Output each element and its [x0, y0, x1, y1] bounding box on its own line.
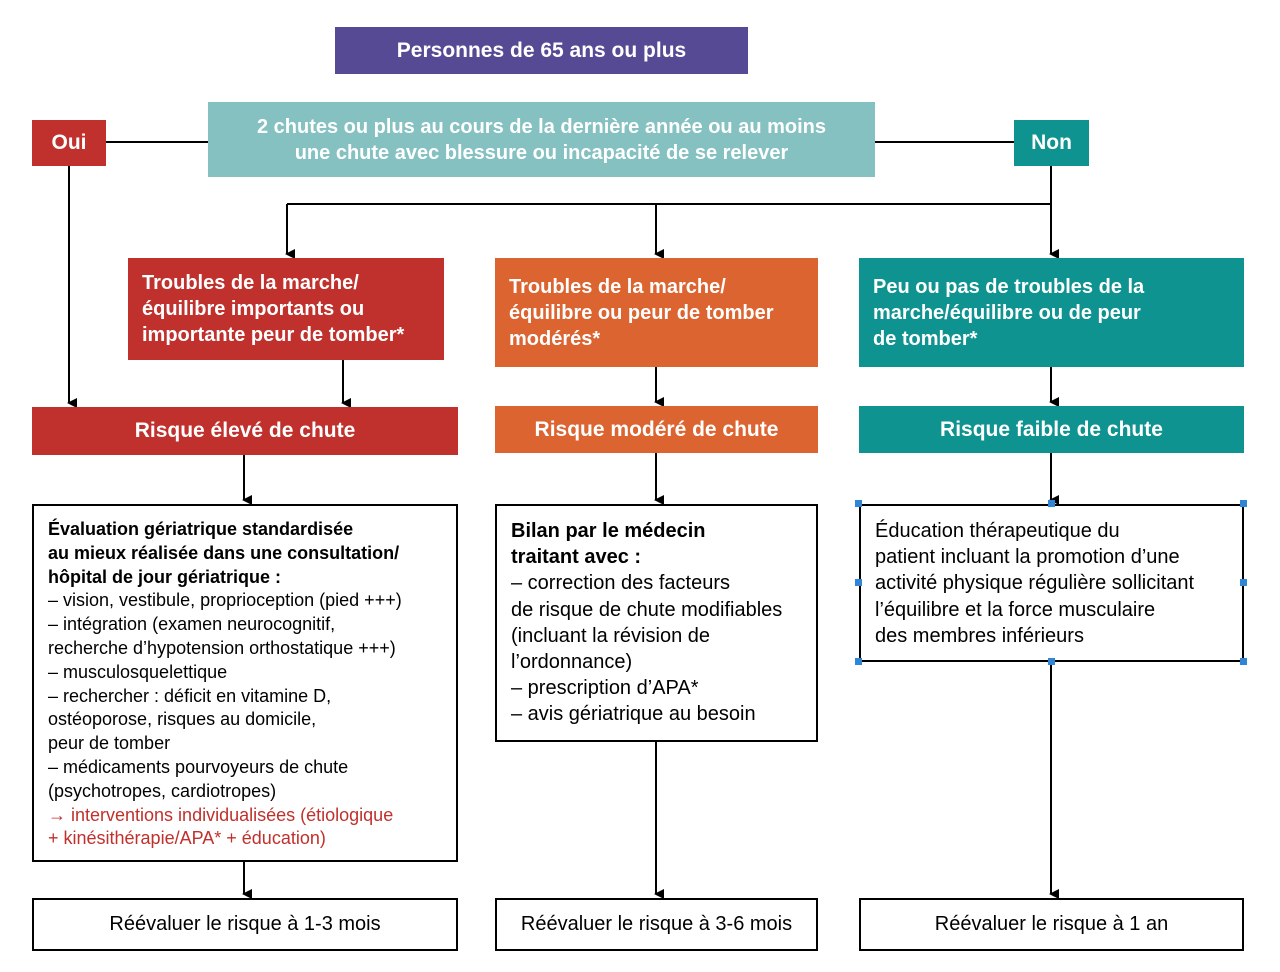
- yes-label: Oui: [51, 131, 87, 154]
- question-box: 2 chutes ou plus au cours de la dernière…: [208, 102, 875, 177]
- action-high-item: (psychotropes, cardiotropes): [48, 780, 277, 801]
- selection-handle-top-right[interactable]: [1240, 500, 1247, 507]
- selection-handle-bottom-middle[interactable]: [1048, 658, 1055, 665]
- selection-handle-bottom-left[interactable]: [855, 658, 862, 665]
- condition-low-box: Peu ou pas de troubles de la marche/équi…: [859, 258, 1244, 367]
- question-line-2: une chute avec blessure ou incapacité de…: [294, 141, 789, 164]
- action-high-item: – intégration (examen neurocognitif,: [48, 614, 336, 635]
- action-moderate-item: – avis gériatrique au besoin: [511, 703, 756, 726]
- action-high-item: – médicaments pourvoyeurs de chute: [48, 756, 349, 777]
- condition-high-box: Troubles de la marche/ équilibre importa…: [128, 258, 444, 360]
- action-high-item: – musculosquelettique: [48, 661, 228, 682]
- action-high-item: – rechercher : déficit en vitamine D,: [48, 685, 332, 706]
- yes-box: Oui: [32, 120, 106, 166]
- condition-high-line-1: Troubles de la marche/: [142, 272, 359, 294]
- action-high-item: – vision, vestibule, proprioception (pie…: [48, 590, 402, 611]
- risk-low-label: Risque faible de chute: [940, 417, 1163, 441]
- action-high-highlight-1: → interventions individualisées (étiolog…: [48, 804, 394, 825]
- action-high-highlight-2: + kinésithérapie/APA* + éducation): [48, 828, 326, 849]
- condition-low-line-3: de tomber*: [873, 328, 978, 350]
- population-box: Personnes de 65 ans ou plus: [335, 27, 748, 74]
- risk-moderate-label: Risque modéré de chute: [534, 417, 779, 441]
- condition-moderate-line-2: équilibre ou peur de tomber: [509, 302, 774, 324]
- action-moderate-item: (incluant la révision de: [511, 624, 710, 647]
- action-low-item: des membres inférieurs: [875, 624, 1084, 647]
- reassess-low-box: Réévaluer le risque à 1 an: [859, 898, 1244, 951]
- risk-low-box: Risque faible de chute: [859, 406, 1244, 453]
- action-low-item: Éducation thérapeutique du: [875, 520, 1120, 542]
- action-moderate-item: – correction des facteurs: [511, 572, 730, 595]
- condition-low-line-2: marche/équilibre ou de peur: [873, 302, 1141, 324]
- action-low-item: activité physique régulière sollicitant: [875, 572, 1195, 595]
- question-line-1: 2 chutes ou plus au cours de la dernière…: [256, 115, 827, 138]
- action-moderate-box: Bilan par le médecin traitant avec : – c…: [495, 504, 818, 742]
- action-low-box[interactable]: Éducation thérapeutique du patient inclu…: [859, 504, 1244, 662]
- reassess-low-label: Réévaluer le risque à 1 an: [934, 913, 1169, 935]
- action-low-item: patient incluant la promotion d’une: [875, 546, 1180, 569]
- risk-high-label: Risque élevé de chute: [134, 419, 356, 442]
- condition-moderate-line-1: Troubles de la marche/: [509, 276, 726, 298]
- action-high-heading-1: Évaluation gériatrique standardisée: [48, 519, 354, 539]
- action-low-item: l’équilibre et la force musculaire: [875, 598, 1156, 621]
- condition-high-line-2: équilibre importants ou: [142, 298, 365, 320]
- action-high-box: Évaluation gériatrique standardisée au m…: [32, 504, 458, 862]
- action-high-heading-3: hôpital de jour gériatrique :: [48, 566, 282, 587]
- action-moderate-heading-2: traitant avec :: [511, 546, 642, 569]
- condition-low-line-1: Peu ou pas de troubles de la: [873, 276, 1145, 298]
- action-moderate-item: de risque de chute modifiables: [511, 598, 783, 621]
- condition-moderate-box: Troubles de la marche/ équilibre ou peur…: [495, 258, 818, 367]
- selection-handle-bottom-right[interactable]: [1240, 658, 1247, 665]
- action-high-heading-2: au mieux réalisée dans une consultation/: [48, 542, 400, 563]
- reassess-moderate-label: Réévaluer le risque à 3-6 mois: [520, 913, 793, 935]
- condition-moderate-line-3: modérés*: [509, 328, 601, 350]
- risk-moderate-box: Risque modéré de chute: [495, 406, 818, 453]
- condition-high-line-3: importante peur de tomber*: [142, 324, 405, 346]
- reassess-high-label: Réévaluer le risque à 1-3 mois: [109, 913, 381, 935]
- selection-handle-top-left[interactable]: [855, 500, 862, 507]
- no-label: Non: [1031, 131, 1072, 154]
- selection-handle-top-middle[interactable]: [1048, 500, 1055, 507]
- population-label: Personnes de 65 ans ou plus: [396, 38, 687, 62]
- action-moderate-item: – prescription d’APA*: [511, 677, 699, 700]
- action-moderate-heading-1: Bilan par le médecin: [511, 520, 706, 542]
- action-high-item: recherche d’hypotension orthostatique ++…: [48, 637, 396, 658]
- reassess-high-box: Réévaluer le risque à 1-3 mois: [32, 898, 458, 951]
- risk-high-box: Risque élevé de chute: [32, 407, 458, 455]
- action-moderate-item: l’ordonnance): [511, 651, 633, 674]
- selection-handle-middle-left[interactable]: [855, 579, 862, 586]
- selection-handle-middle-right[interactable]: [1240, 579, 1247, 586]
- action-high-item: ostéoporose, risques au domicile,: [48, 709, 317, 730]
- reassess-moderate-box: Réévaluer le risque à 3-6 mois: [495, 898, 818, 951]
- action-high-item: peur de tomber: [48, 733, 171, 754]
- no-box: Non: [1014, 120, 1089, 166]
